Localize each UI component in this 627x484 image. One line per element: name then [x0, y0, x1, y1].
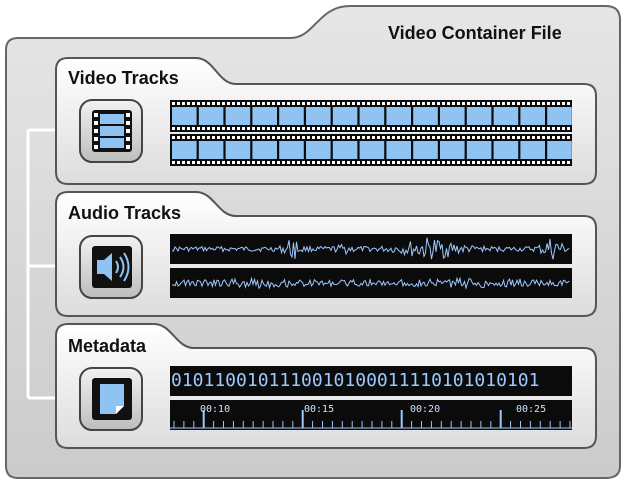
metadata-binary-text: 0101100101110010100011110101010101	[171, 370, 540, 391]
film-frame	[279, 107, 304, 125]
film-frame	[172, 141, 197, 159]
film-frame	[386, 141, 411, 159]
film-frame	[332, 107, 358, 125]
metadata-title: Metadata	[68, 336, 147, 356]
connector-lines	[26, 128, 60, 400]
film-frame	[547, 107, 572, 125]
container-title: Video Container File	[388, 23, 562, 43]
film-frame	[547, 141, 572, 159]
film-frame	[198, 107, 224, 125]
metadata-timecode-strip	[170, 400, 572, 430]
audio-tracks-title: Audio Tracks	[68, 203, 182, 223]
film-frame	[306, 107, 331, 125]
document-icon	[79, 367, 143, 431]
film-frame	[466, 141, 492, 159]
film-frame	[225, 107, 251, 125]
video-track-strip-2	[170, 134, 572, 166]
film-frame	[306, 141, 331, 159]
film-frame	[466, 107, 492, 125]
timecode-label: 00:20	[410, 404, 441, 415]
film-icon	[79, 99, 143, 163]
film-frame	[493, 141, 519, 159]
speaker-icon	[79, 235, 143, 299]
film-frame	[440, 107, 465, 125]
film-frame	[413, 141, 438, 159]
film-frame	[413, 107, 438, 125]
metadata-binary-strip	[170, 366, 572, 396]
film-frame	[520, 107, 545, 125]
timecode-label: 00:15	[304, 404, 335, 415]
film-frame	[332, 141, 358, 159]
film-frame	[252, 107, 277, 125]
film-frame	[520, 141, 545, 159]
video-track-strip-1	[170, 100, 572, 132]
film-frame	[440, 141, 465, 159]
video-tracks-title: Video Tracks	[68, 68, 179, 88]
film-frame	[252, 141, 277, 159]
audio-track-strip-2	[170, 268, 572, 298]
film-frame	[386, 107, 411, 125]
film-frame	[225, 141, 251, 159]
film-frame	[279, 141, 304, 159]
film-frame	[198, 141, 224, 159]
film-frame	[493, 107, 519, 125]
film-frame	[359, 107, 385, 125]
film-frame	[172, 107, 197, 125]
timecode-label: 00:25	[516, 404, 547, 415]
audio-track-strip-1	[170, 234, 572, 264]
film-frame	[359, 141, 385, 159]
timecode-label: 00:10	[200, 404, 231, 415]
